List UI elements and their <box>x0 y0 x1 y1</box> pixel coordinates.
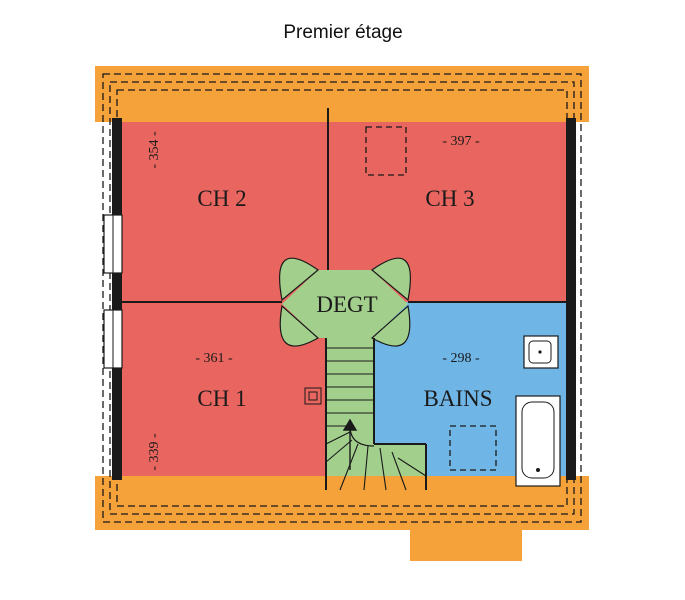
skylight-bains <box>449 425 497 471</box>
skylight-ch3 <box>365 126 407 176</box>
roof-eave-top <box>95 66 589 122</box>
roof-lower-extension <box>410 528 522 561</box>
door-swing <box>279 257 319 302</box>
dimension-bains: - 298 - <box>442 351 480 366</box>
duct-symbol <box>304 387 322 405</box>
door-swing <box>371 257 411 302</box>
room-label-degt: DEGT <box>316 292 377 317</box>
dimension-ch3: - 397 - <box>442 134 480 149</box>
stair-direction-arrow <box>342 418 358 470</box>
washbasin-icon <box>523 335 559 369</box>
room-label-ch2: CH 2 <box>197 186 246 211</box>
dimension-ch1-width: - 361 - <box>195 351 233 366</box>
room-label-ch3: CH 3 <box>425 186 474 211</box>
dimension-ch2: - 354 - <box>147 131 162 169</box>
exterior-wall-left <box>112 118 122 480</box>
stair-treads <box>325 347 427 491</box>
landing-degt <box>282 270 408 338</box>
dimension-ch1-depth: - 339 - <box>147 433 162 471</box>
floor-title: Premier étage <box>283 22 402 43</box>
interior-walls <box>122 108 566 490</box>
door-swing <box>279 304 320 347</box>
room-label-ch1: CH 1 <box>197 386 246 411</box>
exterior-wall-right <box>566 118 576 480</box>
bathtub-icon <box>515 395 561 487</box>
room-label-bains: BAINS <box>423 386 492 411</box>
room-ch3 <box>328 108 568 302</box>
